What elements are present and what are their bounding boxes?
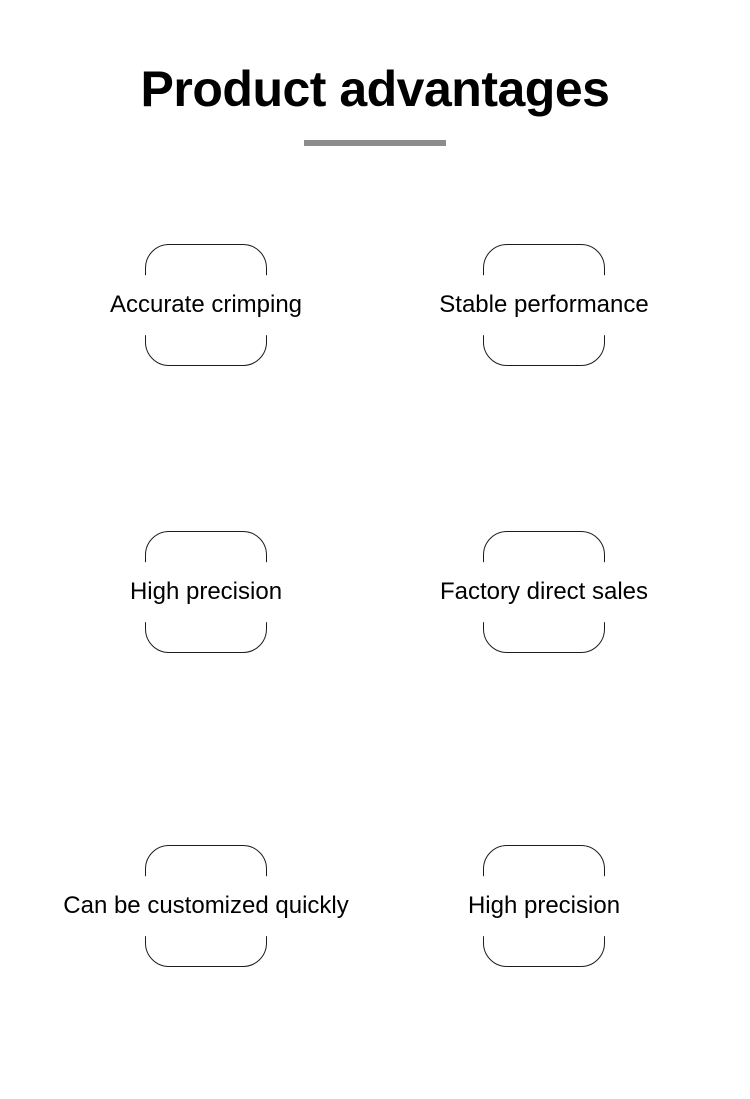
advantage-card-high-precision-1: High precision [117,531,295,653]
advantage-card-factory-direct-sales: Factory direct sales [427,531,661,653]
advantage-label: High precision [117,562,295,622]
advantage-label: Factory direct sales [427,562,661,622]
advantage-label: Can be customized quickly [51,876,361,936]
advantage-label: Accurate crimping [97,275,315,335]
title-divider [304,140,446,146]
advantage-label: High precision [455,876,633,936]
advantage-card-high-precision-2: High precision [455,845,633,967]
page-title: Product advantages [140,61,610,117]
advantage-label: Stable performance [427,275,661,335]
advantage-card-accurate-crimping: Accurate crimping [97,244,315,366]
advantage-card-stable-performance: Stable performance [427,244,661,366]
advantage-card-customized-quickly: Can be customized quickly [51,845,361,967]
